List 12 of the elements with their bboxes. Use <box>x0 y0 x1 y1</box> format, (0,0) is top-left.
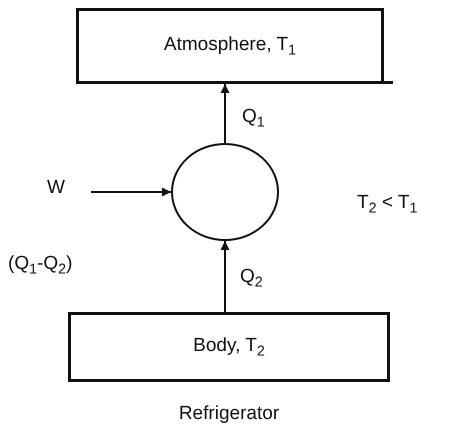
arrow <box>220 241 230 312</box>
box-label: Body, T$_{2}$ <box>193 334 265 360</box>
process-box <box>76 8 384 84</box>
symbol-label: W <box>47 177 65 199</box>
box-label: Atmosphere, T$_{1}$ <box>164 34 296 58</box>
caption: Refrigerator <box>178 403 280 425</box>
arrow <box>220 84 230 143</box>
arrow <box>91 188 171 196</box>
process-box <box>68 312 390 382</box>
cycle-circle <box>171 143 279 241</box>
work-label: (Q$_{1}$-Q$_{2}$) <box>8 253 72 278</box>
relation-label: T$_{2}$ < T$_{1}$ <box>357 192 418 216</box>
